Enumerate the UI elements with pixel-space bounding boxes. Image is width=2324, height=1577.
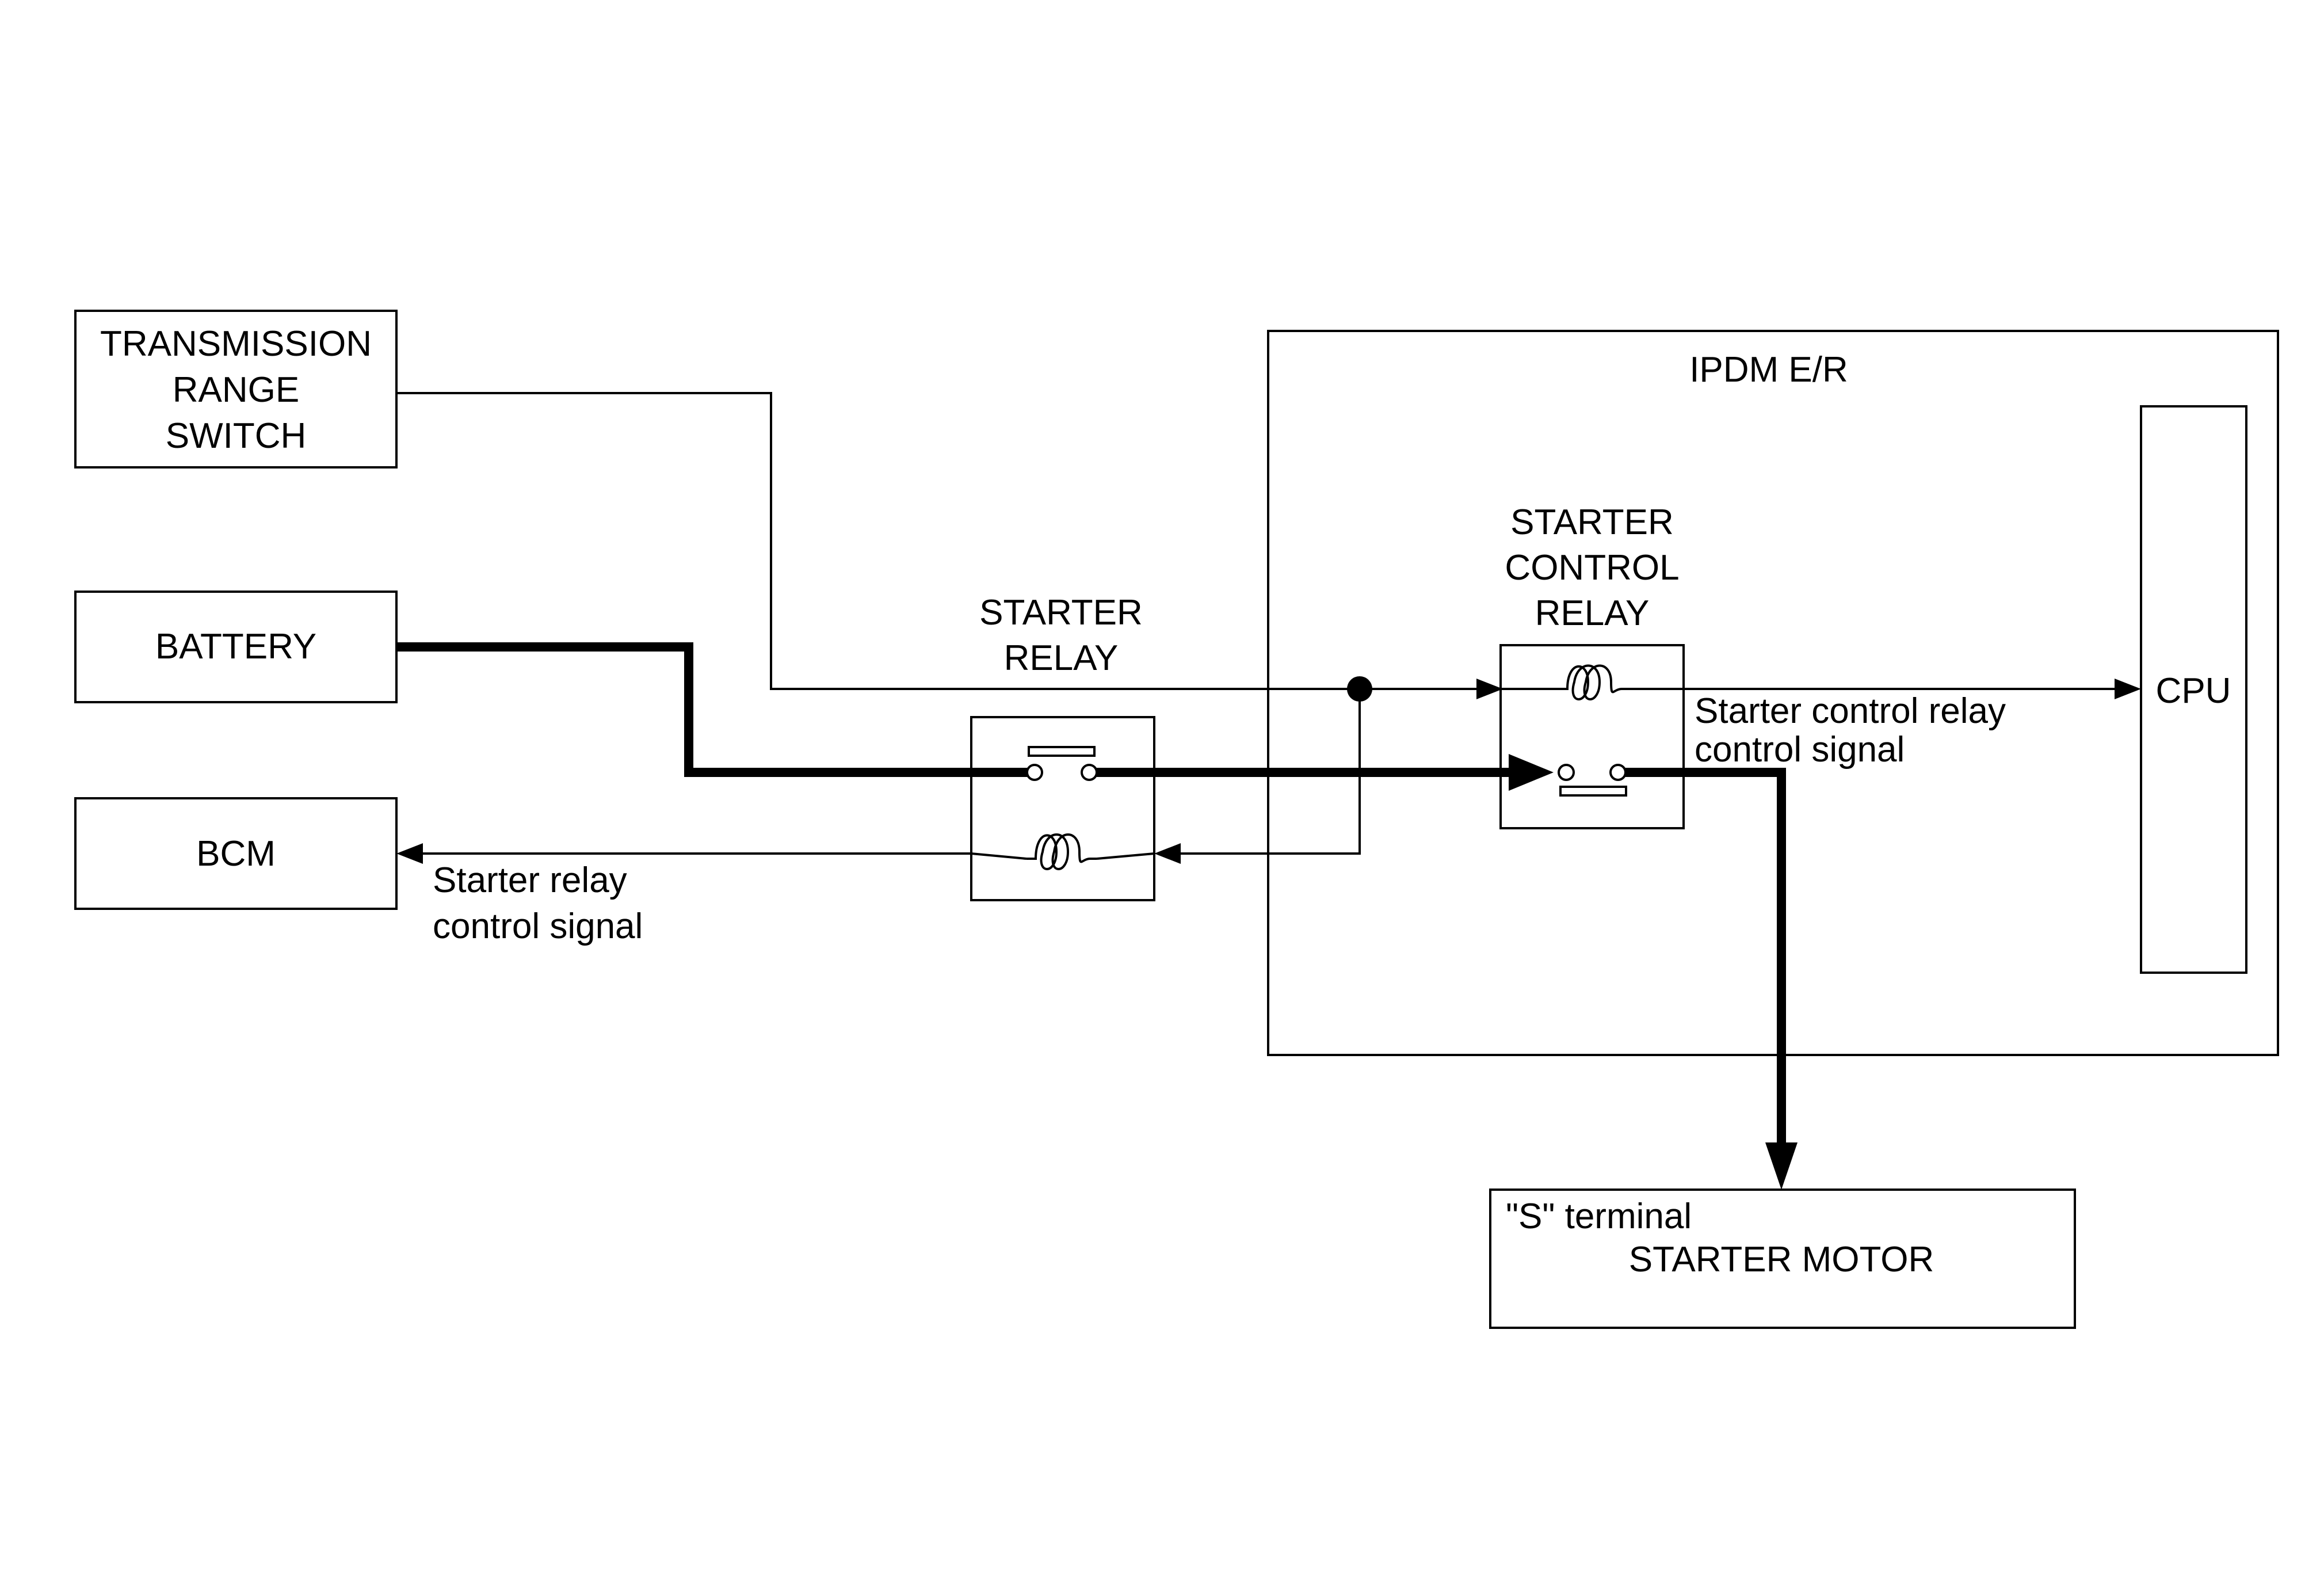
starter-relay-block: STARTER RELAY — [970, 593, 1155, 901]
signal-wiring — [396, 392, 2141, 864]
starter-control-relay-contact-left — [1558, 764, 1575, 781]
starter-relay-coil-lead-in — [1096, 852, 1155, 860]
cpu-label: CPU — [2156, 671, 2231, 711]
signal-labels: Starter relay control signal Starter con… — [433, 691, 2006, 946]
starter-relay-contact-right — [1081, 764, 1098, 781]
starter-control-relay-contact-right — [1609, 764, 1627, 781]
starter-control-relay-label-line-3: RELAY — [1535, 593, 1650, 633]
junction-to-starter-relay-wire — [1162, 689, 1361, 855]
transmission-range-switch-label-line-3: SWITCH — [166, 416, 307, 456]
bcm-input-arrowhead — [396, 843, 423, 864]
starter-control-relay-label-line-2: CONTROL — [1505, 548, 1679, 588]
starter-motor-input-arrowhead — [1765, 1142, 1798, 1190]
battery-label: BATTERY — [155, 627, 316, 666]
starter-relay-coil-lead-out — [971, 852, 1027, 860]
transmission-range-switch-label-line-2: RANGE — [173, 370, 299, 410]
control-relay-to-starter-motor-wire — [1618, 768, 1786, 1145]
starter-relay-coil-icon — [1026, 833, 1097, 870]
starter-control-relay-switch-bar — [1559, 786, 1627, 797]
bcm-label: BCM — [196, 834, 276, 874]
transmission-range-switch-box — [74, 310, 398, 468]
starter-control-relay-coil-icon — [1560, 664, 1628, 700]
control-relay-signal-label-line-1: Starter control relay — [1695, 691, 2006, 731]
starter-relay-signal-label-line-1: Starter relay — [433, 860, 627, 900]
starter-relay-switch-bar — [1028, 746, 1096, 757]
starter-relay-box — [970, 716, 1155, 901]
starter-motor-box — [1489, 1189, 2076, 1329]
starter-relay-label-line-1: STARTER — [979, 593, 1143, 633]
starter-control-relay-box — [1499, 644, 1685, 829]
bcm-block: BCM — [74, 797, 398, 910]
ipdm-block: IPDM E/R — [1267, 330, 2279, 1056]
cpu-input-arrowhead — [2115, 679, 2141, 699]
starter-motor-label: STARTER MOTOR — [1629, 1240, 1934, 1279]
control-relay-signal-label-line-2: control signal — [1695, 730, 1905, 770]
transmission-range-switch-block: TRANSMISSION RANGE SWITCH — [74, 310, 398, 468]
trs-signal-wire — [396, 392, 1494, 690]
battery-to-starter-relay-wire — [396, 642, 1035, 777]
starter-motor-block: "S" terminal STARTER MOTOR — [1489, 1189, 2076, 1329]
starter-control-relay-block: STARTER CONTROL RELAY — [1499, 502, 1685, 829]
starter-motor-terminal-label: "S" terminal — [1506, 1197, 1692, 1236]
transmission-range-switch-label-line-1: TRANSMISSION — [100, 324, 372, 364]
trs-signal-arrowhead — [1476, 679, 1503, 699]
starter-relay-label-line-2: RELAY — [1004, 638, 1119, 678]
cpu-block: CPU — [2140, 405, 2247, 974]
ipdm-label: IPDM E/R — [1689, 350, 1848, 390]
starter-relay-signal-label-line-2: control signal — [433, 906, 643, 946]
starter-relay-contact-left — [1026, 764, 1043, 781]
starter-control-relay-label-line-1: STARTER — [1510, 502, 1674, 542]
control-relay-input-arrowhead — [1509, 754, 1554, 791]
starter-relay-input-arrowhead — [1154, 843, 1181, 864]
power-wiring — [396, 642, 1798, 1190]
ipdm-box — [1267, 330, 2279, 1056]
cpu-box — [2140, 405, 2247, 974]
battery-block: BATTERY — [74, 591, 398, 703]
